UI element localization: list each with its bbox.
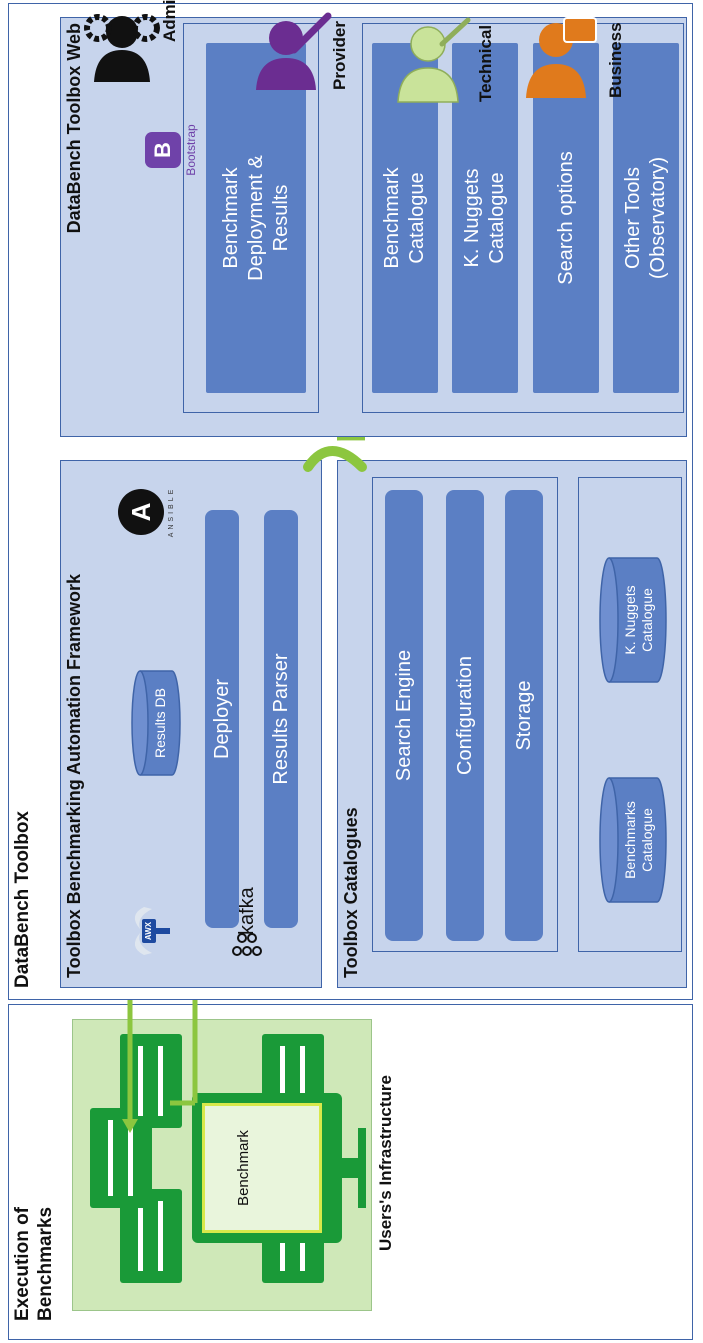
knuggets-catalogue-label: K. Nuggets Catalogue: [621, 585, 656, 655]
tools-person-icon: [397, 17, 471, 103]
play-logo-icon: [303, 446, 367, 472]
kafka-label: kafka: [236, 887, 258, 935]
bootstrap-logo: B: [145, 132, 181, 168]
automation-framework-title: Toolbox Benchmarking Automation Framewor…: [64, 573, 84, 978]
briefcase-person-icon: [526, 17, 597, 98]
benchmarks-catalogue-label: Benchmarks Catalogue: [621, 801, 656, 879]
ansible-label: ANSIBLE: [168, 486, 175, 538]
role-technical: Technical: [392, 2, 522, 110]
catalogues-title: Toolbox Catalogues: [341, 807, 361, 978]
awx-logo: AWX: [122, 899, 174, 963]
deployer-block: Deployer: [205, 510, 239, 928]
infrastructure-label: Users's Infrastructure: [376, 1075, 395, 1252]
role-technical-label: Technical: [476, 24, 495, 102]
role-admin: Admin: [82, 0, 214, 82]
role-admin-label: Admin: [160, 0, 179, 42]
benchmark-label: Benchmark: [235, 1130, 252, 1206]
knuggets-catalogue-cylinder: K. Nuggets Catalogue: [597, 555, 669, 685]
execution-title: Execution of Benchmarks: [12, 1206, 56, 1321]
ansible-letter: A: [126, 502, 156, 522]
storage-block: Storage: [505, 490, 543, 941]
role-provider: Provider: [250, 2, 380, 102]
kafka-icon: [232, 932, 262, 960]
role-business-label: Business: [606, 22, 625, 98]
ansible-logo: A: [118, 489, 164, 535]
gears-person-icon: [84, 14, 160, 82]
results-parser-block: Results Parser: [264, 510, 298, 928]
search-engine-block: Search Engine: [385, 490, 423, 941]
bootstrap-letter: B: [150, 142, 175, 158]
benchmarks-catalogue-cylinder: Benchmarks Catalogue: [597, 775, 669, 905]
awx-label: AWX: [144, 921, 153, 941]
databench-toolbox-title: DataBench Toolbox: [12, 811, 33, 988]
results-db-label: Results DB: [152, 687, 168, 759]
pen-person-icon: [256, 12, 332, 90]
results-db-cylinder: Results DB: [130, 668, 182, 778]
role-business: Business: [520, 2, 650, 106]
role-provider-label: Provider: [330, 21, 349, 90]
benchmark-monitor-screen: [202, 1103, 322, 1233]
monitor-base: [358, 1128, 366, 1208]
configuration-block: Configuration: [446, 490, 484, 941]
